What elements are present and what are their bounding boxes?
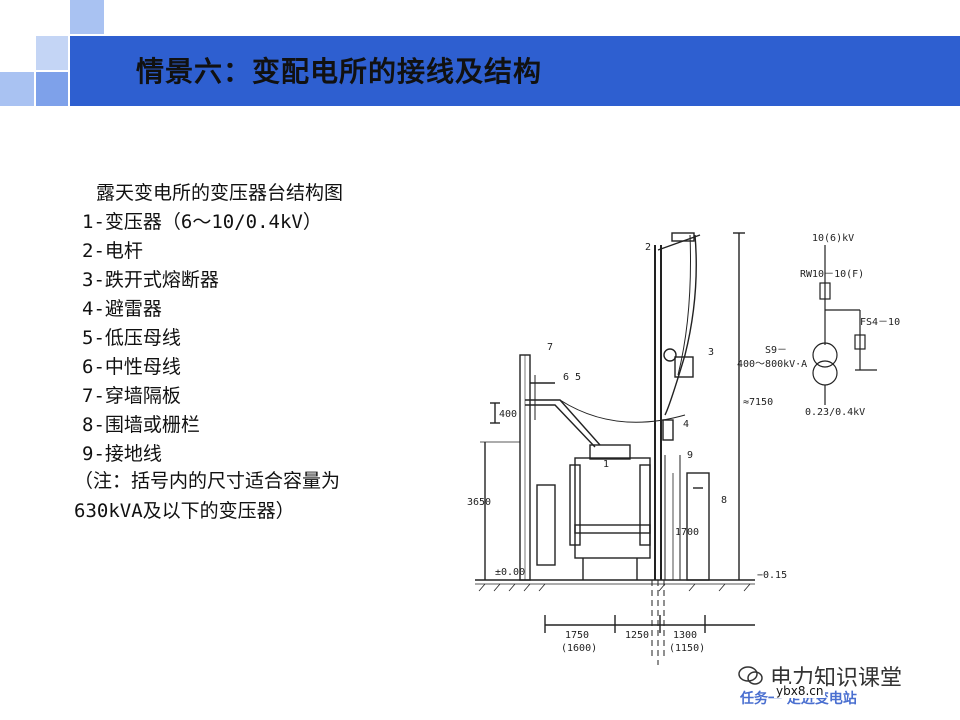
- callout-number: 5: [575, 372, 581, 383]
- dimension-label: 400: [499, 409, 517, 420]
- legend-list: 1-变压器（6～10/0.4kV） 2-电杆 3-跌开式熔断器 4-避雷器 5-…: [82, 208, 322, 469]
- legend-item: 4-避雷器: [82, 298, 162, 320]
- legend-item: 6-中性母线: [82, 356, 181, 378]
- note-line: 630kVA及以下的变压器）: [74, 500, 295, 522]
- dimension-label: 1250: [625, 630, 649, 641]
- transformer-capacity-label: 400～800kV·A: [737, 359, 807, 370]
- chat-icon: [738, 666, 763, 685]
- dimension-label: (1150): [669, 643, 705, 654]
- note-line: （注：括号内的尺寸适合容量为: [74, 470, 341, 492]
- voltage-in-label: 10(6)kV: [812, 233, 854, 244]
- figure-caption: 露天变电所的变压器台结构图: [96, 182, 344, 204]
- callout-number: 6: [563, 372, 569, 383]
- site-url: ybx8.cn: [774, 684, 826, 698]
- legend-item: 7-穿墙隔板: [82, 385, 181, 407]
- callout-number: 1: [603, 459, 609, 470]
- insulator: [671, 232, 695, 242]
- note: （注：括号内的尺寸适合容量为 630kVA及以下的变压器）: [74, 466, 340, 526]
- callout-number: 3: [708, 347, 714, 358]
- deco-square: [36, 72, 68, 106]
- footer-text: 任务一 走进变电站: [740, 691, 857, 707]
- legend-item: 5-低压母线: [82, 327, 181, 349]
- legend-item: 1-变压器（6～10/0.4kV）: [82, 211, 322, 233]
- callout-number: 2: [645, 242, 651, 253]
- legend-item: 9-接地线: [82, 443, 162, 465]
- dimension-label: (1600): [561, 643, 597, 654]
- fuse: [674, 356, 694, 378]
- legend-item: 3-跌开式熔断器: [82, 269, 219, 291]
- fence: [686, 472, 710, 581]
- arrester-label: FS4－10: [860, 317, 900, 328]
- busbar: [525, 399, 601, 446]
- level-label: ±0.00: [495, 567, 525, 578]
- callout-number: 7: [547, 342, 553, 353]
- deco-square: [0, 72, 34, 106]
- deco-square: [36, 36, 68, 70]
- single-line-diagram: [812, 245, 877, 405]
- legend-item: 2-电杆: [82, 240, 143, 262]
- dimension-label: 3650: [467, 497, 491, 508]
- callout-number: 8: [721, 495, 727, 506]
- dimension-label: 1300: [673, 630, 697, 641]
- page-title: 情景六：变配电所的接线及结构: [136, 55, 543, 88]
- legend-item: 8-围墙或栅栏: [82, 414, 200, 436]
- title-bar: [70, 36, 960, 106]
- arrester: [662, 419, 674, 441]
- dimension-label: 1700: [675, 527, 699, 538]
- callout-number: 9: [687, 450, 693, 461]
- fuse-label: RW10－10(F): [800, 269, 864, 280]
- callout-number: 4: [683, 419, 689, 430]
- level-label: −0.15: [757, 570, 787, 581]
- voltage-out-label: 0.23/0.4kV: [805, 407, 865, 418]
- dimension-label: 1750: [565, 630, 589, 641]
- transformer: [574, 457, 651, 559]
- dimension-label: ≈7150: [743, 397, 773, 408]
- transformer-structure-diagram: 10(6)kV RW10－10(F) FS4－10 S9－ 400～800kV·…: [467, 232, 900, 665]
- transformer-model-label: S9－: [765, 345, 787, 356]
- deco-square: [70, 0, 104, 34]
